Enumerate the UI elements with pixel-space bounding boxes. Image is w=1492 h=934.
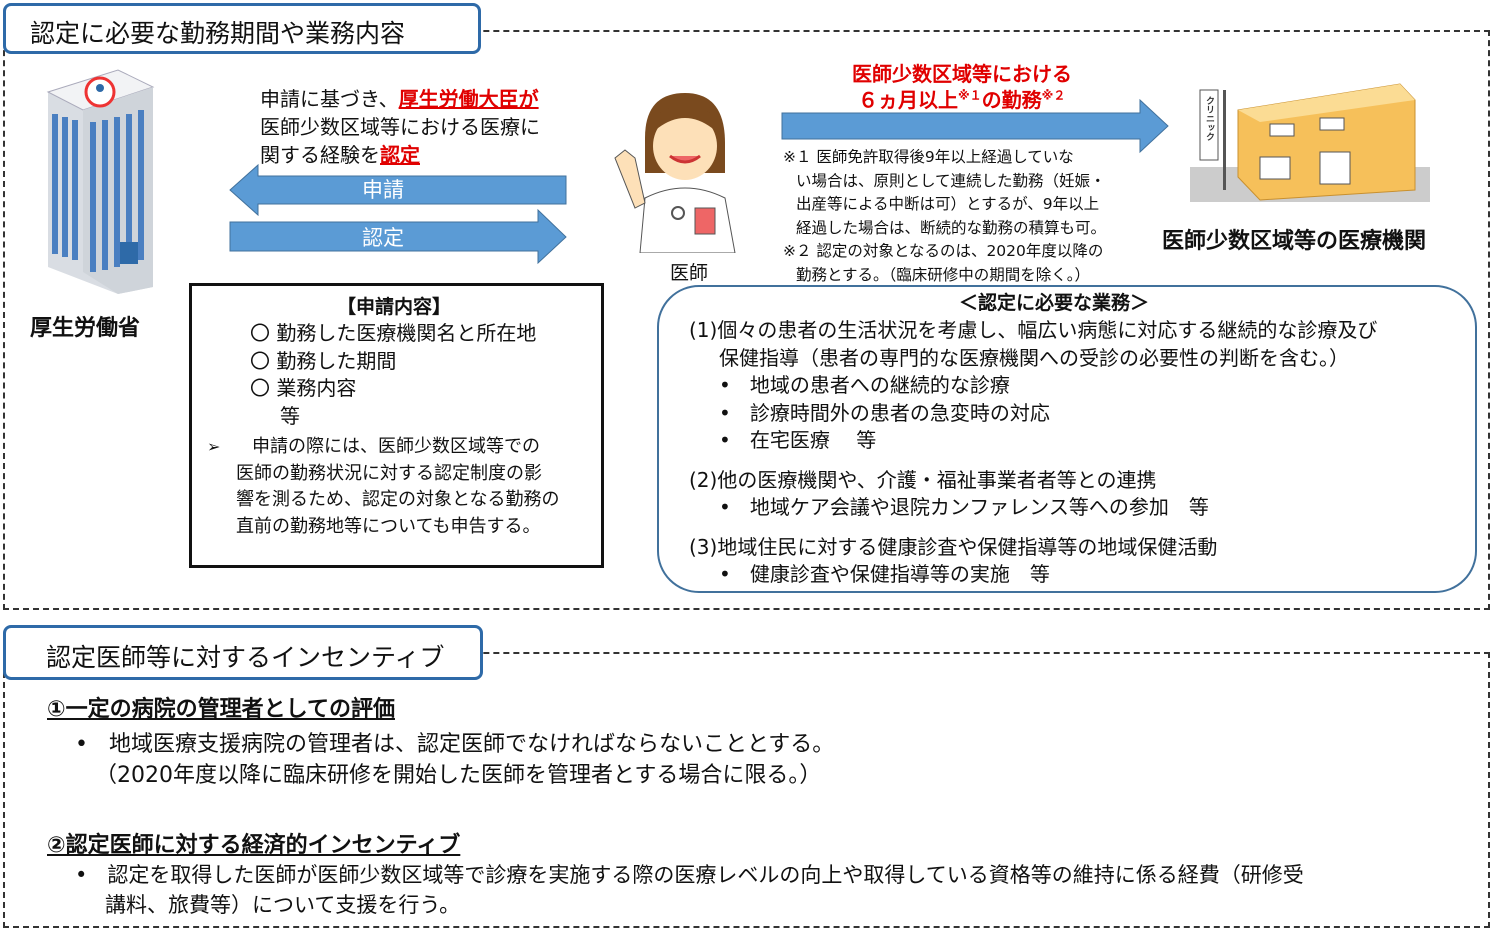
ministry-label: 厚生労働省 [30, 316, 141, 341]
doctor-label: 医師 [670, 262, 709, 284]
duty-heading: (3)地域住民に対する健康診査や保健指導等の地域保健活動 [689, 534, 1218, 559]
duty-notes: ※１ 医師免許取得後9年以上経過していな い場合は、原則として連続した勤務（妊娠… [783, 146, 1106, 287]
duty-bullet: • 健康診査や保健指導等の実施 等 [719, 562, 1050, 586]
duty-period-line1: 医師少数区域等における [852, 62, 1072, 86]
application-item: 〇 勤務した医療機関名と所在地 [250, 321, 537, 345]
clinic-building-icon [1190, 83, 1430, 202]
section1-frame [3, 30, 1490, 610]
application-note: 申請の際には、医師少数区域等での [252, 436, 540, 457]
cert-text-certify: 認定 [380, 143, 420, 167]
incentive2-bullet-cont: 講料、旅費等）について支援を行う。 [105, 893, 461, 917]
required-duties-title: ＜認定に必要な業務＞ [959, 292, 1150, 314]
cert-text-2: 医師少数区域等における医療に [260, 115, 540, 139]
application-title: 【申請内容】 [337, 296, 452, 318]
doctor-illustration-icon [614, 93, 736, 253]
application-item: 〇 業務内容 [250, 376, 357, 400]
duty-heading: (2)他の医療機関や、介護・福祉事業者者等との連携 [689, 467, 1157, 492]
cert-text-1a: 申請に基づき、 [260, 87, 399, 111]
note-line: ※１ 医師免許取得後9年以上経過していな [783, 148, 1074, 166]
application-note: 医師の勤務状況に対する認定制度の影 [236, 462, 542, 484]
duty-bullet: • 在宅医療 等 [719, 428, 877, 452]
application-note: 響を測るため、認定の対象となる勤務の [236, 489, 560, 510]
note1-ref: ※１ [958, 88, 982, 103]
duty-period-line2: ６ヵ月以上※１の勤務※２ [858, 84, 1065, 113]
certify-arrow-label: 認定 [362, 226, 404, 250]
note-line: 経過した場合は、断続的な勤務の積算も可。 [796, 218, 1107, 237]
incentive2-bullet: • 認定を取得した医師が医師少数区域等で診療を実施する際の医療レベルの向上や取得… [75, 863, 1304, 887]
cert-text-minister: 厚生労働大臣が [398, 87, 539, 111]
duty-bullet: • 地域ケア会議や退院カンファレンス等への参加 等 [719, 495, 1209, 519]
application-note: 直前の勤務地等についても申告する。 [236, 515, 541, 537]
arrow-bullet-icon: ➢ [207, 437, 221, 456]
section1-title: 認定に必要な勤務期間や業務内容 [3, 3, 481, 54]
duty-arrow-icon [781, 98, 1169, 154]
application-item: 等 [280, 403, 300, 428]
certification-text: 申請に基づき、厚生労働大臣が 医師少数区域等における医療に 関する経験を認定 [260, 85, 540, 169]
note-line: 出産等による中断は可）とするが、9年以上 [796, 195, 1100, 213]
apply-arrow-icon [229, 163, 567, 217]
note-line: ※２ 認定の対象となるのは、2020年度以降の [783, 242, 1104, 260]
clinic-label: 医師少数区域等の医療機関 [1162, 229, 1427, 254]
incentive2-heading: ②認定医師に対する経済的インセンティブ [47, 833, 461, 858]
section2-title: 認定医師等に対するインセンティブ [3, 625, 483, 680]
duty-heading: (1)個々の患者の生活状況を考慮し、幅広い病態に対応する継続的な診療及び [689, 318, 1378, 342]
note2-ref: ※２ [1041, 88, 1066, 103]
duty-bullet: • 診療時間外の患者の急変時の対応 [719, 400, 1050, 425]
application-item: 〇 勤務した期間 [250, 348, 397, 373]
certify-arrow-icon [229, 208, 567, 265]
incentive1-sub: （2020年度以降に臨床研修を開始した医師を管理者とする場合に限る。） [95, 763, 822, 788]
cert-text-3a: 関する経験を [260, 143, 380, 167]
section2-frame [3, 652, 1490, 928]
clinic-sign: クリニック [1204, 96, 1214, 141]
application-content-box: 【申請内容】 〇 勤務した医療機関名と所在地 〇 勤務した期間 〇 業務内容 等… [189, 283, 604, 568]
note-line: い場合は、原則として連続した勤務（妊娠・ [796, 171, 1106, 190]
incentive1-heading: ①一定の病院の管理者としての評価 [47, 697, 395, 722]
duty-bullet: • 地域の患者への継続的な診療 [719, 373, 1010, 397]
note-line: 勤務とする。（臨床研修中の期間を除く。） [796, 265, 1091, 284]
ministry-building-icon [46, 69, 155, 294]
required-duties-box: ＜認定に必要な業務＞ (1)個々の患者の生活状況を考慮し、幅広い病態に対応する継… [657, 285, 1477, 593]
duty-period-work: の勤務 [981, 88, 1042, 112]
duty-heading-cont: 保健指導（患者の専門的な医療機関への受診の必要性の判断を含む。） [719, 345, 1349, 370]
apply-arrow-label: 申請 [362, 178, 404, 202]
duty-period-months: ６ヵ月以上 [858, 88, 958, 112]
incentive1-bullet: • 地域医療支援病院の管理者は、認定医師でなければならないこととする。 [75, 732, 835, 757]
